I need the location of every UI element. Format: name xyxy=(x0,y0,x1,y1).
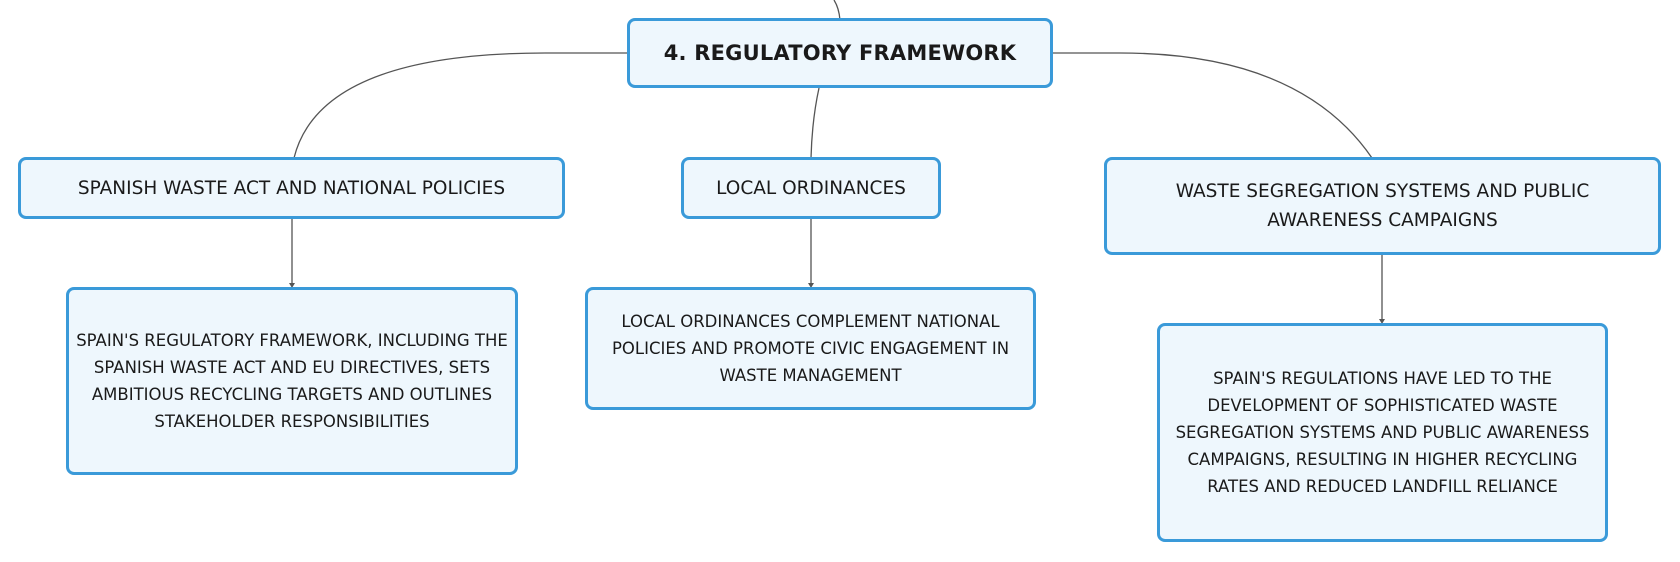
connector-root-to-branch-2 xyxy=(810,87,820,159)
root-node[interactable]: 4. REGULATORY FRAMEWORK xyxy=(627,18,1053,88)
detail-node-waste-segregation[interactable]: SPAIN'S REGULATIONS HAVE LED TO THE DEVE… xyxy=(1157,323,1608,542)
branch-node-waste-segregation[interactable]: WASTE SEGREGATION SYSTEMS AND PUBLIC AWA… xyxy=(1104,157,1661,255)
branch-node-spanish-waste-act[interactable]: SPANISH WASTE ACT AND NATIONAL POLICIES xyxy=(18,157,565,219)
connector-root-to-branch-1 xyxy=(293,52,629,159)
branch-node-local-ordinances[interactable]: LOCAL ORDINANCES xyxy=(681,157,941,219)
branch-node-label: LOCAL ORDINANCES xyxy=(716,177,906,199)
detail-node-spanish-waste-act[interactable]: SPAIN'S REGULATORY FRAMEWORK, INCLUDING … xyxy=(66,287,518,475)
detail-node-text: SPAIN'S REGULATIONS HAVE LED TO THE DEVE… xyxy=(1175,369,1590,496)
branch-node-label: WASTE SEGREGATION SYSTEMS AND PUBLIC AWA… xyxy=(1175,181,1590,231)
detail-node-text: LOCAL ORDINANCES COMPLEMENT NATIONAL POL… xyxy=(611,312,1010,385)
connector-parent-to-root xyxy=(833,0,841,21)
detail-node-text: SPAIN'S REGULATORY FRAMEWORK, INCLUDING … xyxy=(76,331,508,431)
root-node-label: 4. REGULATORY FRAMEWORK xyxy=(663,41,1017,65)
branch-node-label: SPANISH WASTE ACT AND NATIONAL POLICIES xyxy=(77,177,506,199)
detail-node-local-ordinances[interactable]: LOCAL ORDINANCES COMPLEMENT NATIONAL POL… xyxy=(585,287,1036,410)
connector-root-to-branch-3 xyxy=(1052,52,1373,159)
